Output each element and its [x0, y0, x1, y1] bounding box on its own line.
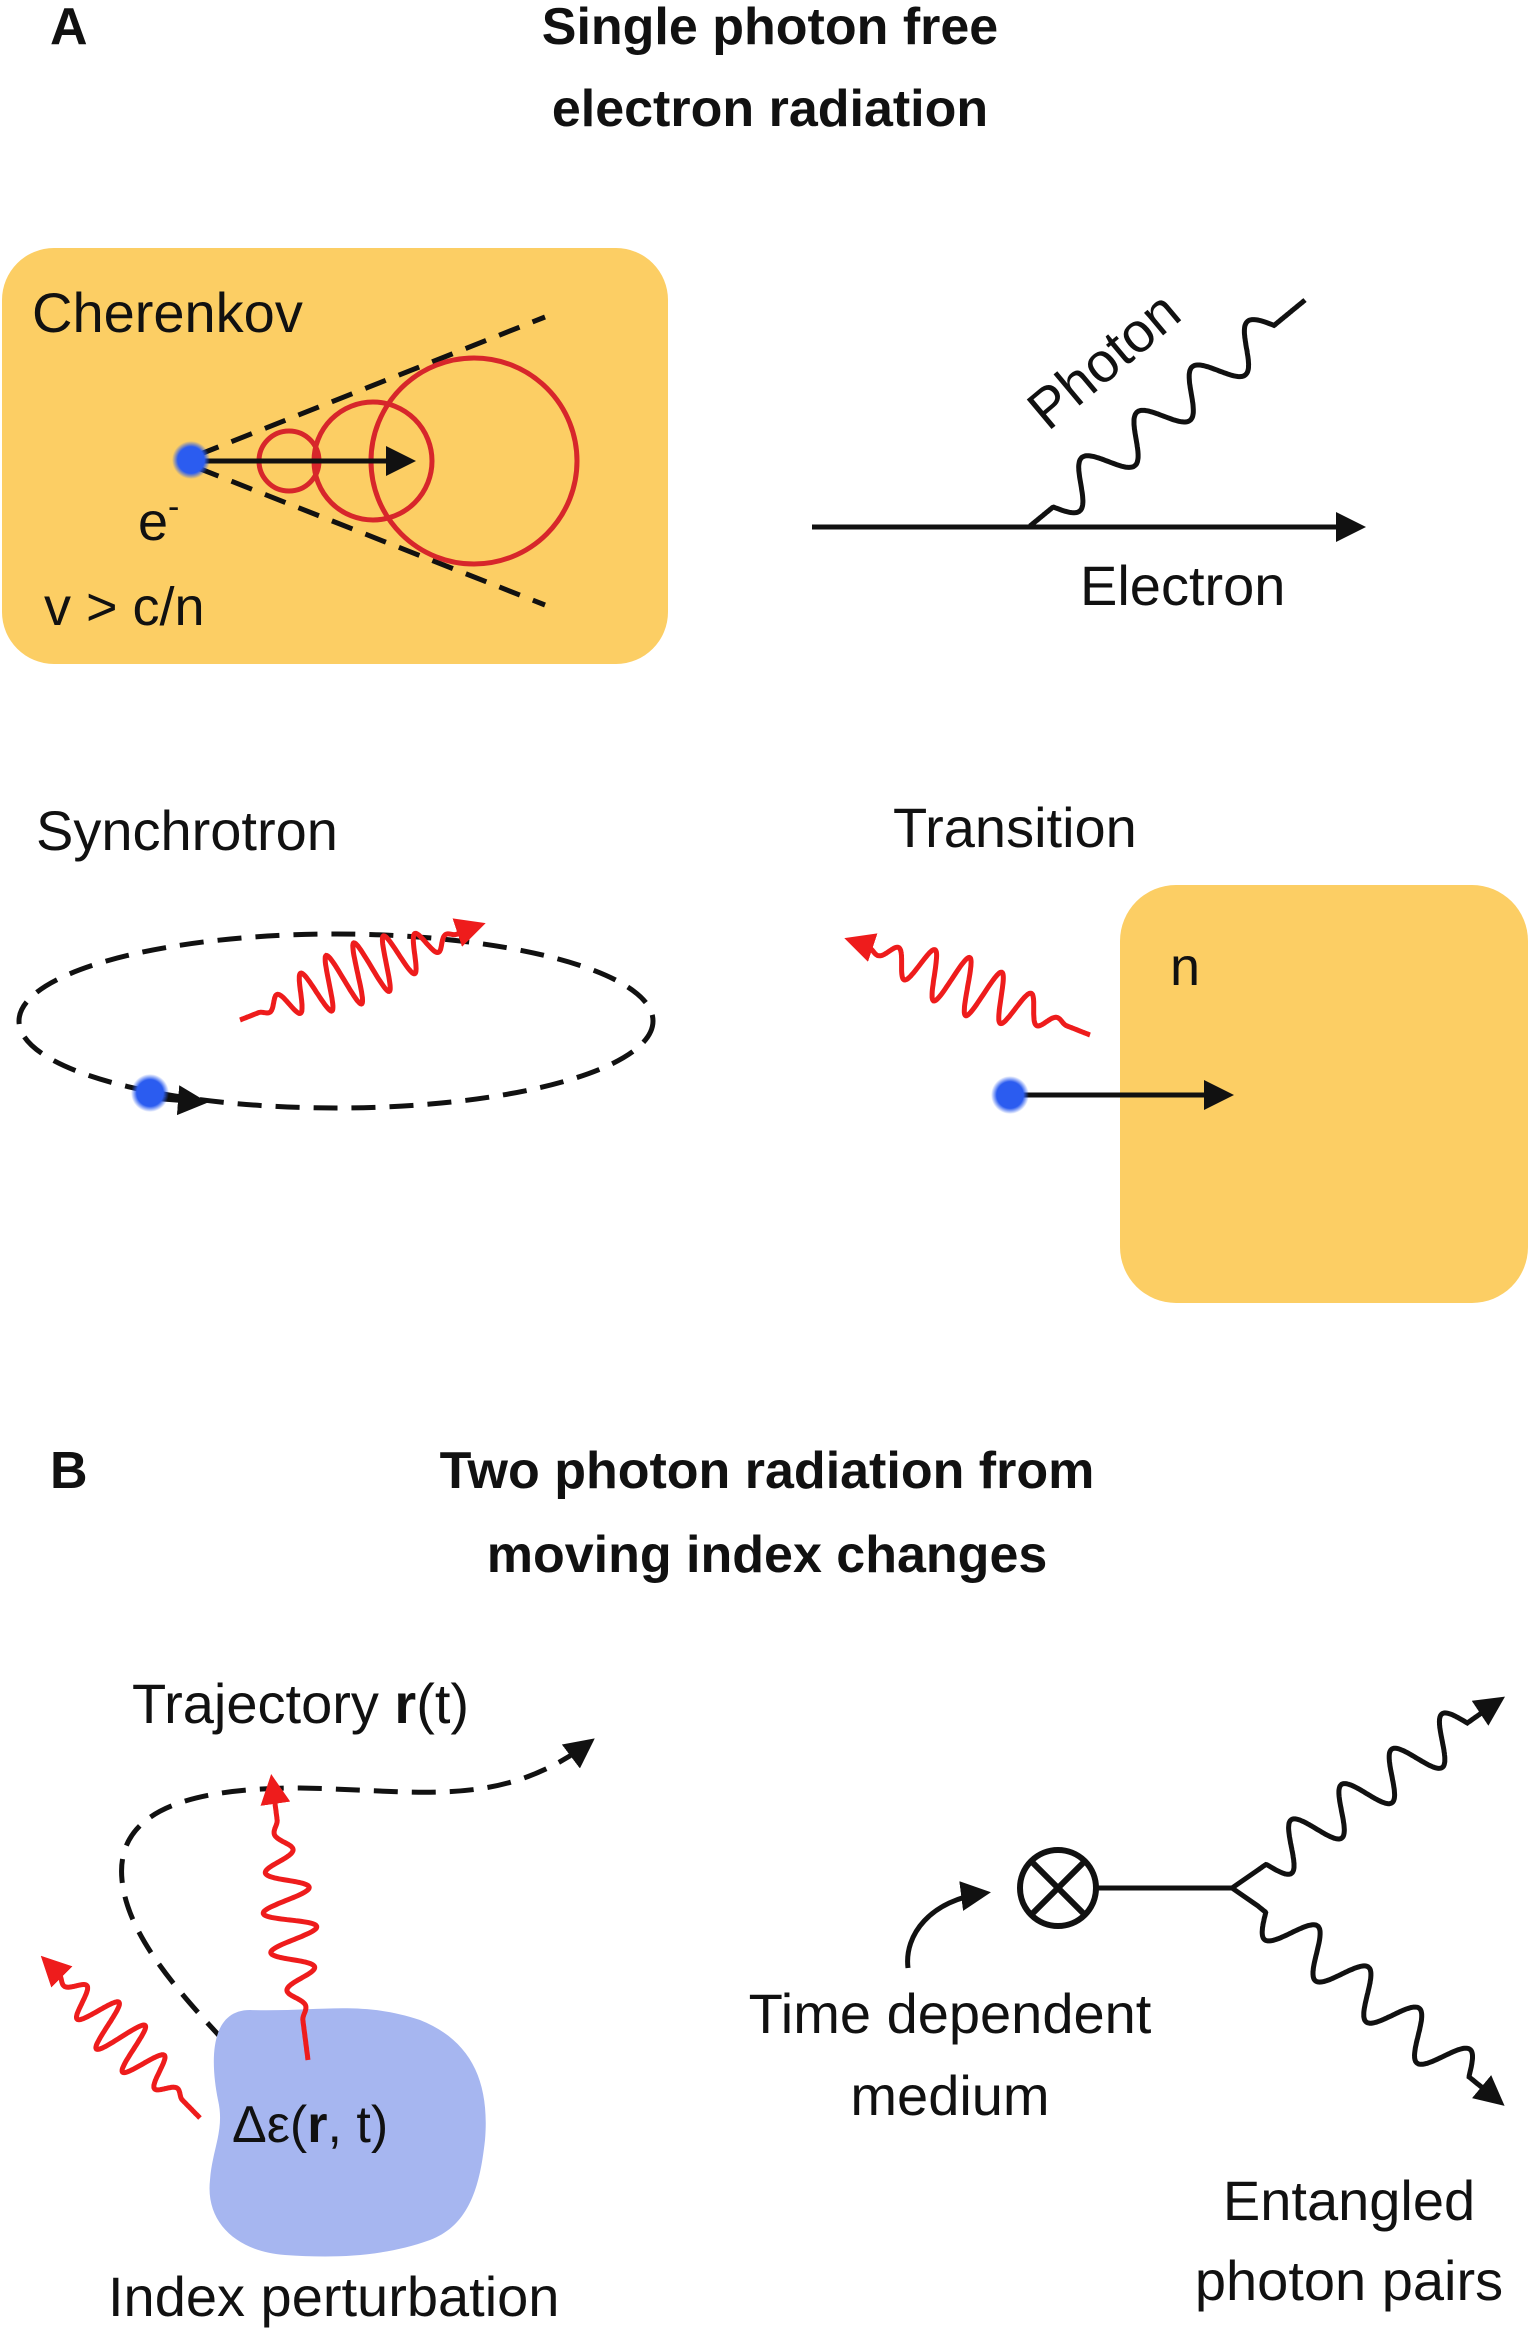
panel-b-title-line2: moving index changes: [487, 1526, 1048, 1584]
electron-label: Electron: [1080, 554, 1285, 617]
synchrotron-label: Synchrotron: [36, 799, 338, 862]
emitted-photon: [1028, 298, 1307, 528]
pairs-label-line1: Entangled: [1223, 2169, 1475, 2232]
emitted-photon-diagonal: [40, 1955, 202, 2120]
medium-label-line1: Time dependent: [749, 1982, 1152, 2045]
entangled-photon-upper: [1230, 1696, 1505, 1891]
medium-label-line2: medium: [850, 2064, 1049, 2127]
entangled-photon-lower: [1230, 1885, 1505, 2106]
pair-emission-diagram: Time dependent medium Entangled photon p…: [749, 1696, 1505, 2312]
panel-a-title-line1: Single photon free: [542, 0, 998, 56]
perturbation-label: Index perturbation: [108, 2265, 559, 2328]
transition-medium: [1120, 885, 1528, 1303]
vertex-cross: [1028, 1858, 1088, 1918]
index-perturbation-blob: [209, 2008, 486, 2257]
transition-diagram: Transition n: [844, 796, 1528, 1303]
transition-label: Transition: [893, 796, 1137, 859]
moving-perturbation-diagram: Trajectory r(t) Δε(r, t) Index perturbat…: [40, 1672, 595, 2328]
synchrotron-orbit: [16, 931, 656, 1111]
electron-dot: [991, 1076, 1029, 1114]
cherenkov-diagram: Cherenkov e- v > c/n: [2, 248, 668, 664]
photon-emission-diagram: Photon Electron: [812, 279, 1366, 617]
panel-a-title-line2: electron radiation: [552, 80, 988, 138]
index-label: n: [1170, 937, 1200, 997]
electron-dot: [131, 1074, 169, 1112]
cone-line-upper: [197, 314, 546, 458]
synchrotron-diagram: Synchrotron: [16, 799, 656, 1116]
medium-pointer-arrow: [905, 1881, 991, 1969]
pairs-label-line2: photon pairs: [1195, 2249, 1503, 2312]
panel-b-title-line1: Two photon radiation from: [440, 1442, 1095, 1500]
trajectory-path: [119, 1738, 595, 2127]
cone-line-lower: [197, 465, 546, 608]
panel-a-letter: A: [50, 0, 88, 56]
electron-symbol: e-: [138, 488, 179, 552]
synchrotron-radiation-wave: [239, 918, 486, 1023]
transition-radiation-wave: [844, 933, 1091, 1038]
electron-dot: [172, 441, 210, 479]
perturbation-formula: Δε(r, t): [232, 2096, 388, 2154]
cherenkov-label: Cherenkov: [32, 281, 303, 344]
trajectory-label: Trajectory r(t): [132, 1672, 469, 1735]
emitted-photon-vertical: [260, 1774, 320, 2061]
cherenkov-condition: v > c/n: [44, 577, 205, 637]
panel-b-letter: B: [50, 1442, 88, 1500]
